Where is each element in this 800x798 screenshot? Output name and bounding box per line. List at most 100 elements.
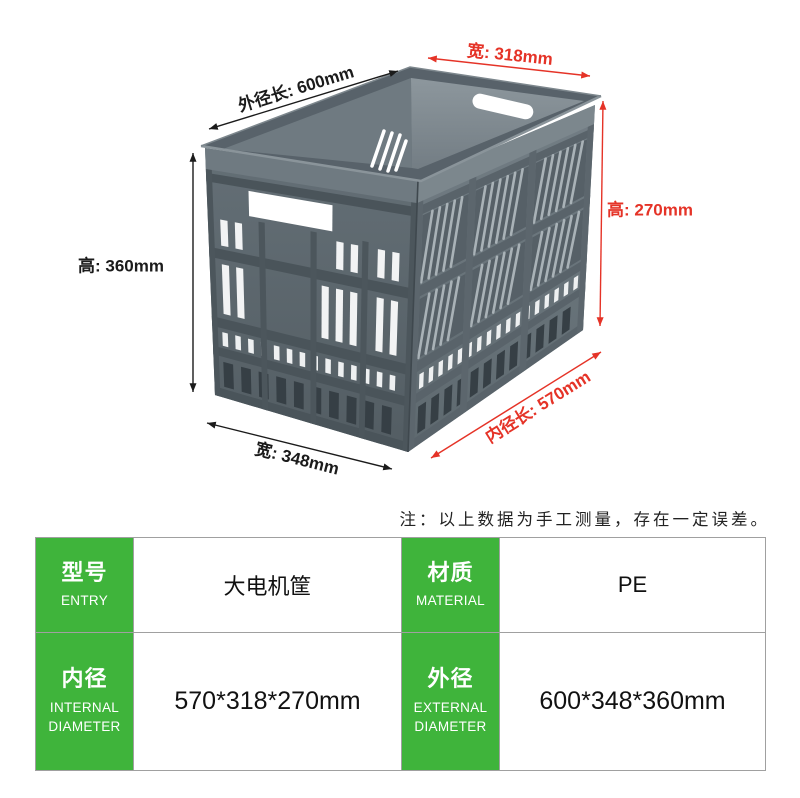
- crate-front-vent: [223, 361, 234, 390]
- crate-front-slot: [391, 251, 400, 282]
- outer-height-label: 高: 360mm: [78, 256, 164, 276]
- crate-front-slot: [376, 371, 383, 388]
- crate-front-vent: [329, 390, 339, 420]
- value-cell-entry: 大电机筐: [134, 538, 402, 633]
- value-cell-material: PE: [500, 538, 766, 633]
- crate-lattice-bar: [480, 181, 495, 252]
- value-text: 600*348*360mm: [539, 687, 726, 715]
- crate-front-vent: [381, 405, 392, 435]
- top-width-dimension-line: [427, 55, 591, 79]
- crate-front-slot: [336, 241, 344, 271]
- crate-lattice-bar: [494, 174, 510, 244]
- value-cell-internal-diameter: 570*318*270mm: [134, 633, 402, 771]
- crate-lattice-bar: [551, 218, 566, 278]
- crate-lattice-bar: [544, 222, 559, 283]
- inner-height-dimension-line: [596, 100, 607, 327]
- crate-corner-edge: [407, 179, 419, 453]
- label-en: EXTERNAL DIAMETER: [413, 699, 488, 735]
- crate-lattice-bar: [416, 292, 431, 360]
- crate-right-slot: [505, 317, 511, 334]
- crate-front-slot: [234, 222, 243, 250]
- crate-front-slot: [321, 285, 329, 340]
- crate-front-slot: [350, 364, 357, 381]
- crate-front-slot: [338, 361, 344, 378]
- spec-table: 型号 ENTRY 大电机筐 材质 MATERIAL PE 内径 INTERNAL…: [35, 537, 766, 771]
- crate-front-vent: [293, 381, 304, 410]
- crate-lattice-bar: [547, 150, 562, 217]
- inner-height-label: 高: 270mm: [607, 200, 693, 220]
- dimension-lines: [189, 55, 607, 471]
- crate-front-slot: [248, 338, 254, 354]
- crate-inner-slot: [378, 131, 394, 171]
- crate-front-post: [358, 240, 369, 440]
- outer-length-dimension-line: [208, 70, 399, 130]
- crate-right-slot: [544, 293, 550, 310]
- label-cell-internal-diameter: 内径 INTERNAL DIAMETER: [36, 633, 134, 771]
- outer-width-dimension-line: [206, 421, 393, 471]
- crate-lattice-bar: [562, 143, 577, 209]
- label-cn: 外径: [427, 666, 474, 692]
- crate-right-rib: [416, 127, 594, 217]
- crate-front-slot: [299, 351, 306, 368]
- crate-front-post: [258, 221, 269, 411]
- crate-front-slot: [389, 300, 399, 356]
- crate-right-vent: [561, 306, 571, 335]
- crate-lattice-bar: [539, 153, 555, 220]
- crate-lattice-bar: [442, 199, 457, 272]
- value-text: 大电机筐: [223, 574, 312, 599]
- crate-right-slot: [553, 287, 559, 303]
- crate-front-rib: [206, 172, 417, 217]
- crate-right-post: [408, 200, 424, 452]
- crate-right-post: [576, 124, 594, 335]
- crate-lattice-bar: [434, 202, 449, 276]
- crate-lattice-bar: [446, 276, 461, 342]
- crate-front-slot: [222, 332, 229, 348]
- value-cell-external-diameter: 600*348*360mm: [500, 633, 766, 771]
- crate-lattice-bar: [431, 284, 446, 351]
- crate-lattice-bar: [449, 195, 464, 269]
- crate-illustration: [189, 55, 607, 471]
- label-cn: 材质: [427, 559, 474, 585]
- crate-right-slot: [534, 299, 540, 316]
- crate-front-slot: [349, 291, 358, 347]
- label-cn: 型号: [61, 559, 108, 585]
- label-cell-external-diameter: 外径 EXTERNAL DIAMETER: [402, 633, 500, 771]
- crate-lattice-bar: [558, 214, 573, 274]
- label-en: ENTRY: [60, 592, 108, 608]
- measurement-note: 注：以上数据为手工测量，存在一定误差。: [399, 511, 770, 529]
- crate-front-post: [205, 169, 221, 397]
- crate-lattice-bar: [491, 251, 506, 314]
- crate-right-slot: [573, 275, 579, 291]
- crate-lattice-bar: [532, 157, 547, 224]
- label-en: INTERNAL DIAMETER: [48, 699, 121, 735]
- crate-right-post: [519, 149, 537, 375]
- label-cell-material: 材质 MATERIAL: [402, 538, 500, 633]
- crate-right-rib: [413, 195, 591, 300]
- crate-right-slot: [418, 371, 424, 390]
- crate-right-vent: [417, 401, 427, 434]
- crate-lattice-bar: [499, 247, 514, 310]
- crate-inner-slot: [386, 133, 402, 173]
- crate-right-lip: [417, 105, 595, 204]
- crate-right-vent: [548, 315, 558, 344]
- crate: [200, 66, 602, 453]
- crate-front-slot: [377, 249, 386, 279]
- crate-front-post: [310, 231, 317, 425]
- crate-inner-slot: [370, 129, 386, 168]
- label-en: MATERIAL: [416, 592, 485, 608]
- crate-lattice-bar: [506, 243, 521, 306]
- crate-inner-slot: [394, 139, 408, 172]
- crate-back-handle-hole: [472, 93, 534, 120]
- crate-front-slot: [221, 264, 231, 316]
- crate-inner-slots: [370, 129, 408, 173]
- crate-lattice-bar: [484, 255, 499, 319]
- crate-right-slot: [563, 281, 569, 297]
- crate-lattice-bar: [536, 226, 551, 287]
- label-cn: 内径: [61, 666, 108, 692]
- crate-front-vent: [276, 376, 287, 405]
- crate-rim-highlight: [200, 94, 602, 183]
- crate-lattice-bar: [472, 185, 487, 256]
- crate-right-rib: [410, 258, 587, 376]
- label-cell-entry: 型号 ENTRY: [36, 538, 134, 633]
- crate-lattice-bar: [502, 171, 517, 240]
